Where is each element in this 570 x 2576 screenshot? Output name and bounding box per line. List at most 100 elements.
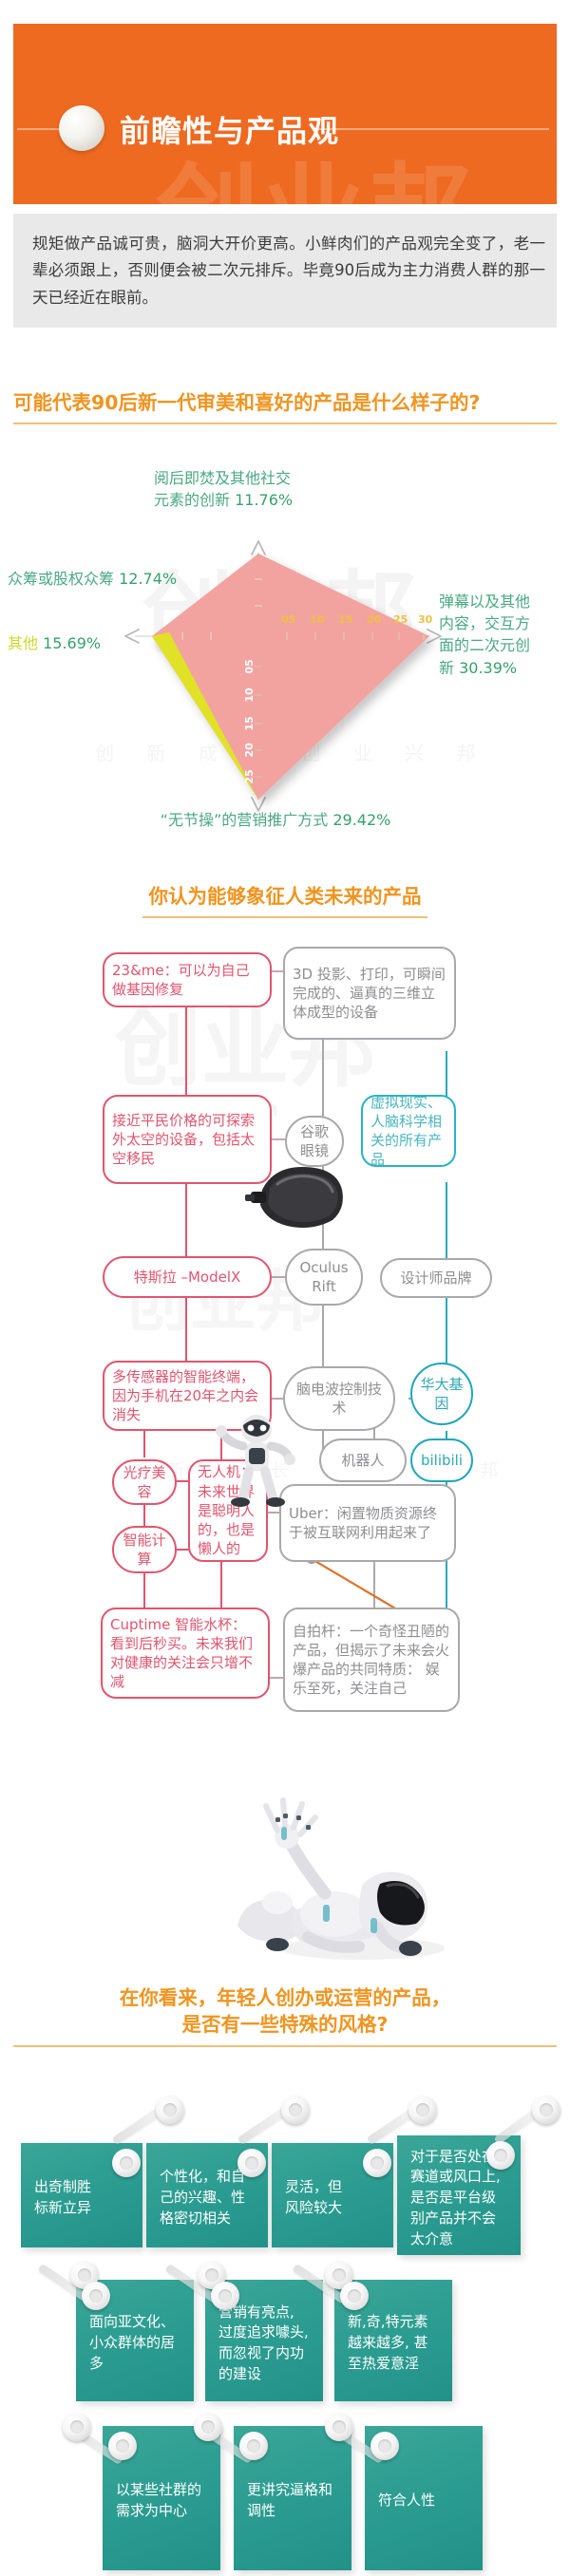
- banner-bullet-icon: [59, 105, 104, 151]
- intro-block: 规矩做产品诚可贵，脑洞大开价更高。小鲜肉们的产品观完全变了，老一辈必须跟上，否则…: [13, 214, 557, 328]
- banner-rule-right: [314, 128, 549, 130]
- mindmap-node-multi-sensor[interactable]: 多传感器的智能终端，因为手机在20年之内会消失: [103, 1361, 272, 1431]
- mindmap-node-drone[interactable]: 无人机：未来世界是聪明人的，也是懒人的: [188, 1459, 268, 1562]
- svg-text:20: 20: [367, 613, 382, 626]
- tag-pin: [112, 2149, 141, 2177]
- mindmap-node-google-glass[interactable]: 谷歌眼镜: [285, 1116, 344, 1167]
- mindmap-node-3d-printing[interactable]: 3D 投影、打印，可瞬间完成的、逼真的三维立体成型的设备: [283, 947, 456, 1040]
- radar-label-bottom-text: “无节操”的营销推广方式: [160, 811, 333, 829]
- svg-text:25: 25: [243, 769, 256, 783]
- radar-label-right-line3: 面的二次元创: [439, 636, 531, 655]
- svg-text:05: 05: [281, 613, 295, 626]
- mindmap-node-smart-compute[interactable]: 智能计算: [112, 1526, 177, 1573]
- mindmap-node-bilibili[interactable]: bilibili: [410, 1438, 473, 1482]
- style-tag-text: 面向亚文化、小众群体的居多: [89, 2313, 176, 2372]
- tag-pin: [82, 2282, 110, 2310]
- mindmap-node-cuptime[interactable]: Cuptime 智能水杯：看到后秒买。未来我们对健康的关注会只增不减: [101, 1608, 270, 1699]
- style-tag-text: 符合人性: [378, 2491, 436, 2510]
- mindmap-node-selfie-stick[interactable]: 自拍杆：一个奇怪丑陋的产品，但揭示了未来会火爆产品的共同特质： 娱乐至死，关注自…: [283, 1608, 460, 1712]
- style-tag-card[interactable]: 新,奇,特元素越来越多, 甚至热爱意淫: [334, 2280, 452, 2401]
- style-tag-text: 出奇制胜 标新立异: [34, 2178, 92, 2216]
- radar-label-top-line2: 元素的创新: [154, 491, 236, 510]
- style-tag-text: 对于是否处在赛道或风口上, 是否是平台级别产品并不会太介意: [410, 2147, 501, 2247]
- tag-pin: [70, 2261, 99, 2289]
- section-1-rule: [13, 423, 557, 425]
- section-banner: 前瞻性与产品观 创业邦 cyzone.cn: [13, 24, 557, 273]
- tag-pin: [63, 2413, 91, 2441]
- mindmap-node-light-therapy[interactable]: 光疗美容: [112, 1459, 177, 1505]
- banner-rule-left: [17, 128, 63, 130]
- section-3-title: 在你看来，年轻人创办或运营的产品， 是否有一些特殊的风格?: [119, 1986, 451, 2037]
- mindmap-node-tesla[interactable]: 特斯拉 –ModelX: [103, 1256, 272, 1298]
- mindmap-node-robot[interactable]: 机器人: [319, 1438, 407, 1482]
- radar-label-other: 其他 15.69%: [8, 632, 198, 654]
- tag-pin: [108, 2432, 137, 2460]
- tag-pin: [370, 2432, 399, 2460]
- mindmap-node-23andme[interactable]: 23&me：可以为自己做基因修复: [103, 952, 272, 1007]
- section-2-heading: 你认为能够象征人类未来的产品: [142, 883, 428, 919]
- radar-label-right-line1: 弹幕以及其他: [439, 592, 531, 611]
- radar-value-bottom: 29.42%: [332, 811, 391, 829]
- mindmap-node-bgi[interactable]: 华大基因: [410, 1363, 473, 1425]
- robot-lying-image: [238, 1797, 445, 1960]
- svg-text:10: 10: [310, 613, 325, 626]
- radar-label-top: 阅后即焚及其他社交 元素的创新 11.76%: [154, 467, 372, 511]
- radar-value-left: 12.74%: [119, 570, 178, 588]
- tag-pin-top: [532, 2096, 560, 2124]
- section-3-heading: 在你看来，年轻人创办或运营的产品， 是否有一些特殊的风格?: [13, 1984, 557, 2047]
- mindmap-node-vr-brain[interactable]: 虚拟现实、人脑科学相关的所有产品: [361, 1094, 456, 1168]
- tag-pin: [340, 2282, 369, 2310]
- radar-label-right-line2: 内容，交互方: [439, 614, 531, 633]
- style-tag-text: 营销有亮点, 过度追求噱头, 而忽视了内功的建设: [218, 2303, 309, 2382]
- style-tag-text: 个性化，和自己的兴趣、性格密切相关: [160, 2168, 246, 2227]
- svg-text:10: 10: [243, 687, 256, 703]
- radar-label-top-line1: 阅后即焚及其他社交: [154, 469, 292, 487]
- tag-pin: [363, 2149, 391, 2177]
- mindmap-node-uber[interactable]: Uber：闲置物质资源终于被互联网利用起来了: [279, 1484, 456, 1562]
- mindmap-node-designer-brand[interactable]: 设计师品牌: [380, 1258, 492, 1298]
- tag-pin: [198, 2261, 226, 2289]
- tag-pin: [238, 2149, 266, 2177]
- mindmap-node-space-travel[interactable]: 接近平民价格的可探索外太空的设备，包括太空移民: [103, 1095, 272, 1184]
- section-2-rule: [142, 916, 428, 919]
- style-tag-text: 以某些社群的需求为中心: [116, 2481, 202, 2519]
- svg-text:25: 25: [393, 613, 408, 626]
- tag-pin: [486, 2141, 515, 2170]
- style-tags-board: 出奇制胜 标新立异 个性化，和自己的兴趣、性格密切相关 灵活，但 风险较大 对于…: [0, 2075, 570, 2570]
- svg-text:15: 15: [338, 613, 352, 626]
- tag-pin-top: [156, 2096, 184, 2124]
- radar-value-right: 30.39%: [459, 658, 518, 677]
- style-tag-text: 更讲究逼格和调性: [247, 2481, 333, 2519]
- banner-title: 前瞻性与产品观: [120, 113, 340, 149]
- section-3-rule: [13, 2044, 557, 2047]
- radar-value-other: 15.69%: [38, 634, 102, 652]
- radar-label-other-key: 其他: [8, 634, 39, 652]
- radar-label-right-line4: 新: [439, 658, 460, 677]
- tag-pin-top: [281, 2096, 310, 2124]
- tag-pin-top: [408, 2096, 437, 2124]
- mindmap: 创业邦 cyzone.cn 创 新 成 长 创 业 兴 邦 创业邦: [0, 945, 570, 1799]
- radar-chart: 创业邦 cyzone.cn 创 新 成 长 创 业 兴 邦 05 10 15 2…: [0, 446, 570, 845]
- section-1-heading: 可能代表90后新一代审美和喜好的产品是什么样子的?: [13, 389, 557, 425]
- tag-pin: [194, 2413, 222, 2441]
- svg-text:30: 30: [418, 613, 433, 626]
- radar-value-top: 11.76%: [235, 491, 294, 510]
- tag-pin: [325, 2413, 353, 2441]
- intro-paragraph: 规矩做产品诚可贵，脑洞大开价更高。小鲜肉们的产品观完全变了，老一辈必须跟上，否则…: [32, 235, 545, 307]
- section-1-title: 可能代表90后新一代审美和喜好的产品是什么样子的?: [13, 391, 481, 414]
- style-tag-card[interactable]: 以某些社群的需求为中心: [103, 2426, 220, 2570]
- radar-label-left: 众筹或股权众筹 12.74%: [8, 568, 236, 590]
- style-tag-text: 灵活，但 风险较大: [285, 2178, 343, 2216]
- tag-pin: [239, 2432, 268, 2460]
- mindmap-node-oculus-rift[interactable]: Oculus Rift: [285, 1249, 363, 1306]
- style-tag-text: 新,奇,特元素越来越多, 甚至热爱意淫: [348, 2313, 428, 2372]
- radar-label-right: 弹幕以及其他 内容，交互方 面的二次元创 新 30.39%: [439, 591, 560, 679]
- mindmap-node-brainwave[interactable]: 脑电波控制技术: [283, 1366, 395, 1431]
- radar-label-bottom: “无节操”的营销推广方式 29.42%: [114, 809, 437, 831]
- section-2-title: 你认为能够象征人类未来的产品: [148, 885, 422, 908]
- radar-chart-svg: 创业邦 cyzone.cn 创 新 成 长 创 业 兴 邦 05 10 15 2…: [95, 540, 476, 812]
- svg-text:20: 20: [243, 743, 256, 758]
- tag-pin: [211, 2282, 239, 2310]
- svg-text:05: 05: [243, 659, 256, 673]
